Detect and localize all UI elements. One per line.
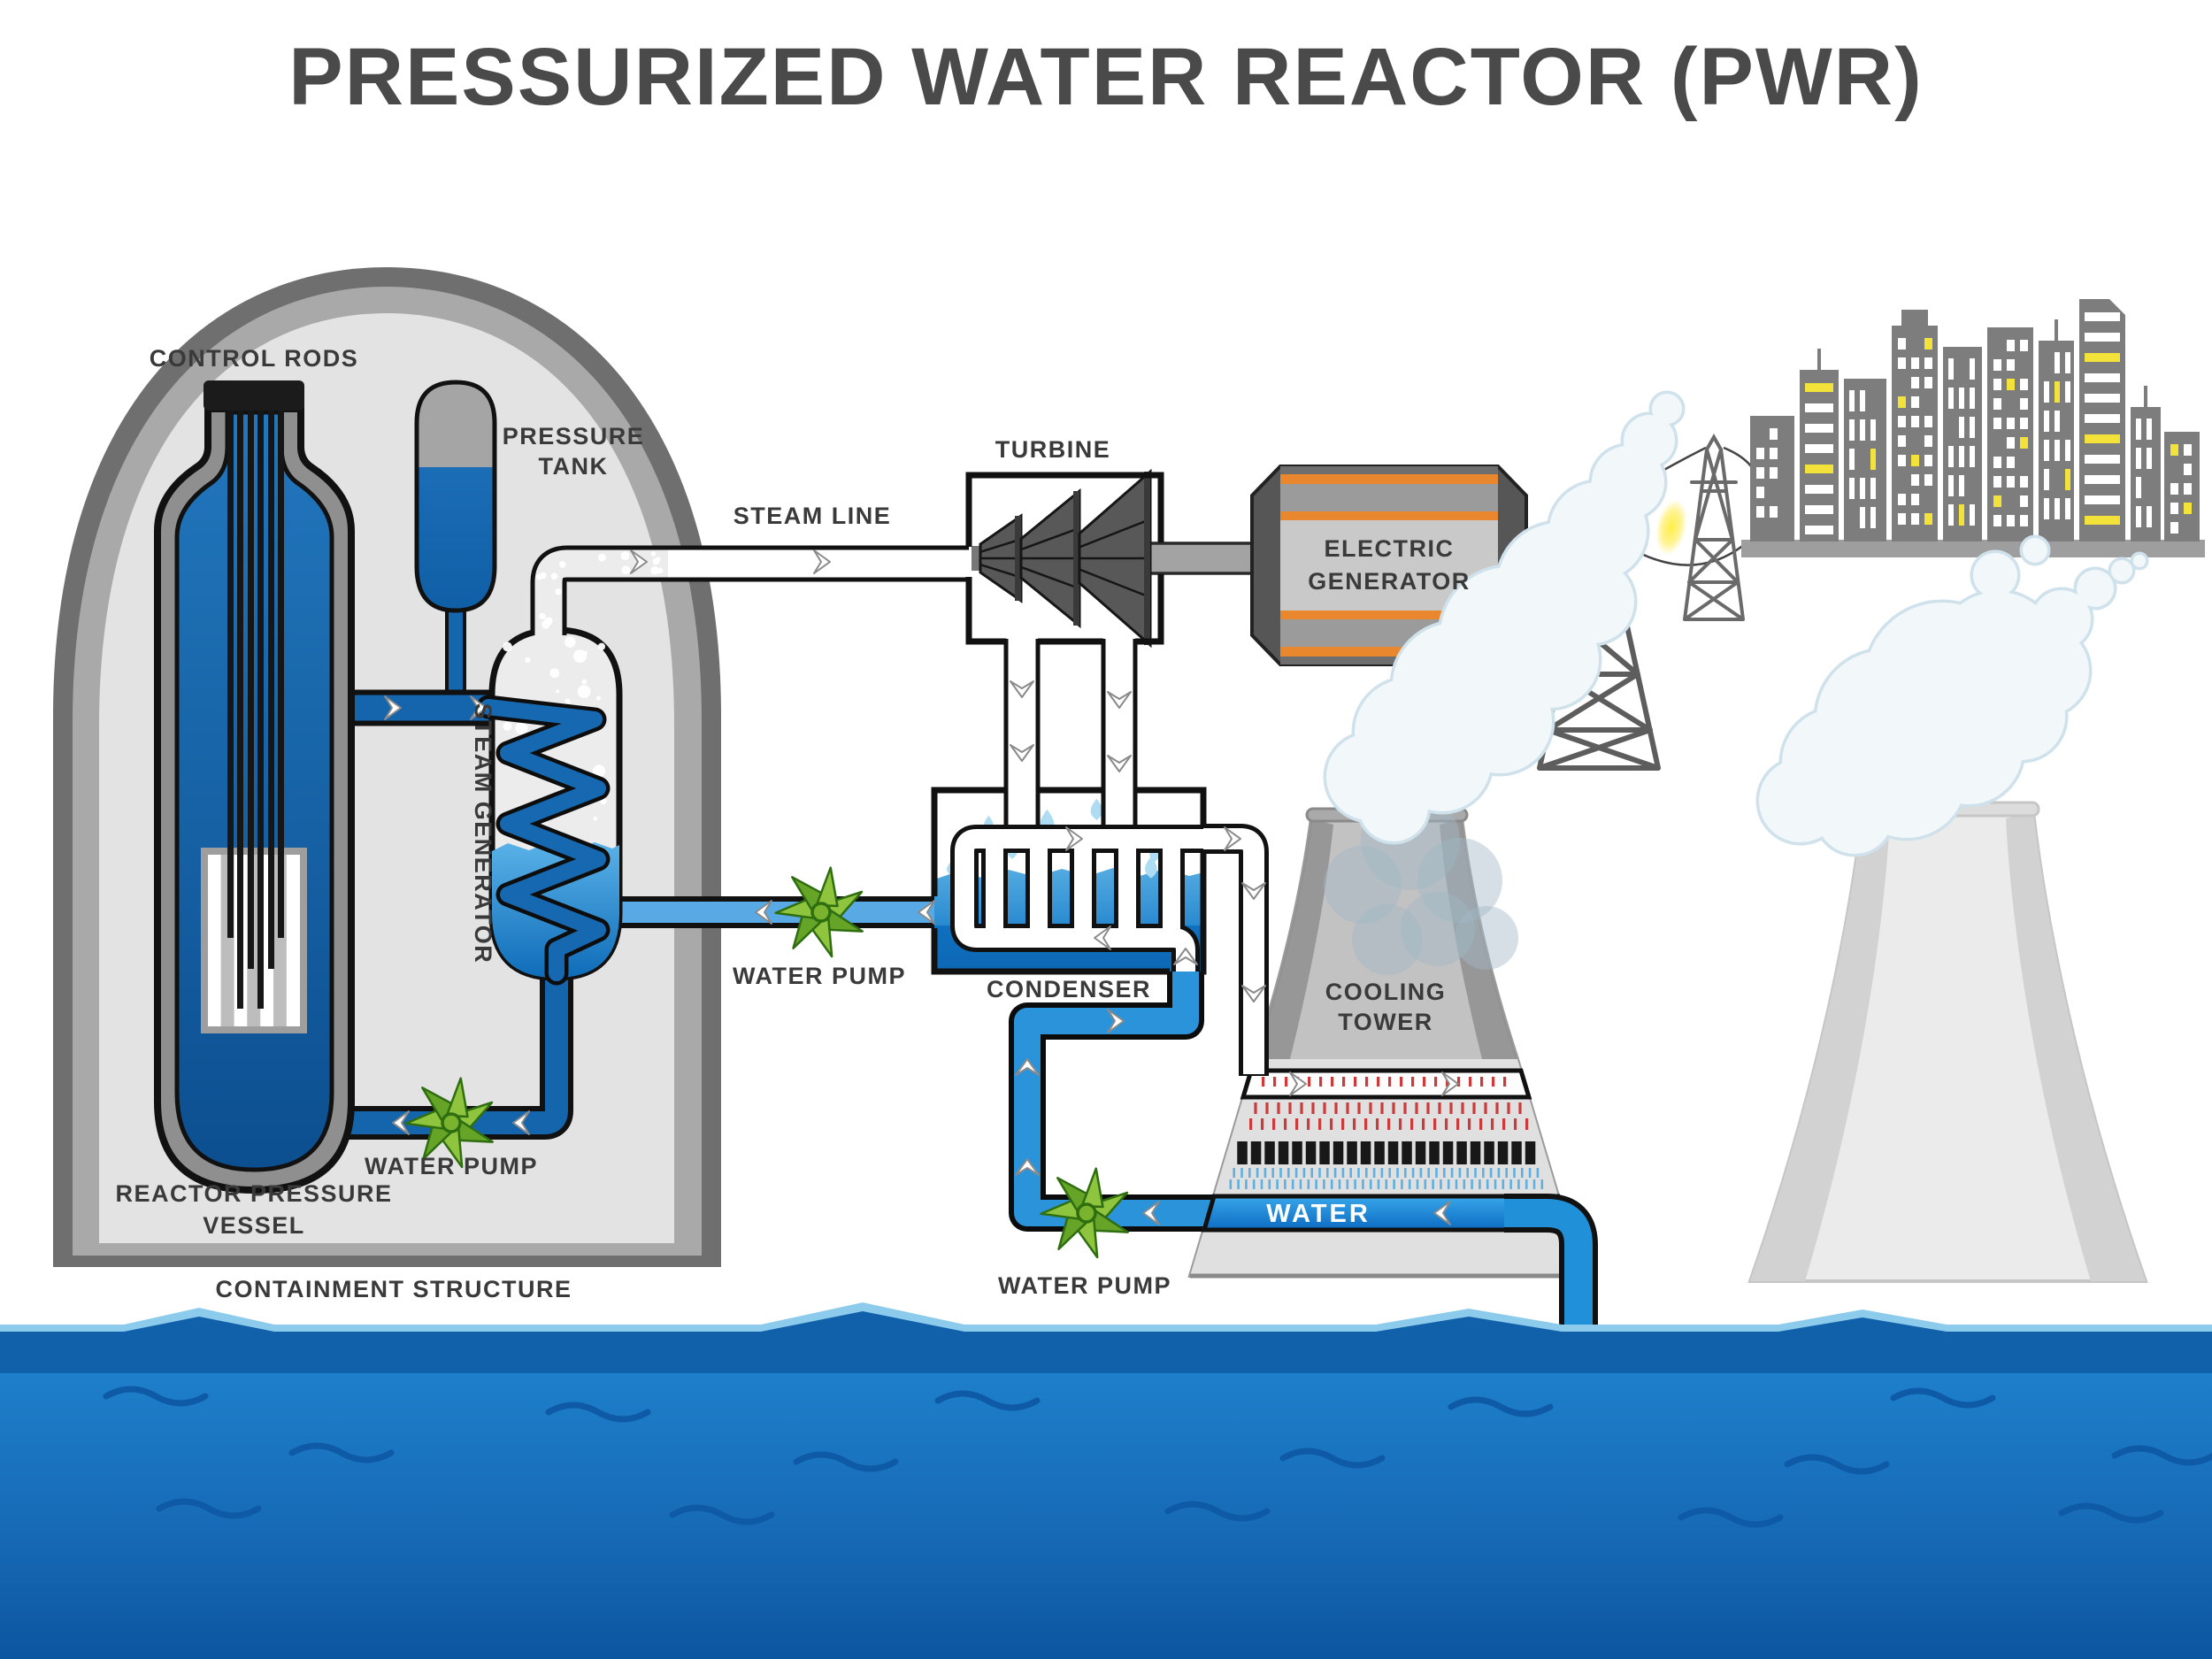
warm-water-pipe <box>1200 824 1269 1076</box>
city-ground <box>1741 540 2205 557</box>
vessel-coolant <box>174 410 334 1172</box>
electricity-glow-icon <box>1655 499 1687 556</box>
steam-bubbles <box>535 551 737 629</box>
control-rods <box>227 403 284 1009</box>
building <box>1800 370 1839 541</box>
cooled-water-drip <box>1229 1168 1544 1189</box>
turbine-label: TURBINE <box>995 436 1111 463</box>
water-pump-label: WATER PUMP <box>733 963 906 989</box>
reactor-pressure-vessel-label: VESSEL <box>203 1212 305 1239</box>
steam-inside-tower <box>1324 791 1518 975</box>
generator-orange-stripe <box>1280 511 1498 520</box>
fill-material-bars <box>1237 1141 1536 1164</box>
generator-orange-stripe <box>1280 611 1498 619</box>
pressure-tank <box>414 380 497 613</box>
water-pump-label: WATER PUMP <box>998 1272 1171 1299</box>
steam-generator-label: STEAM GENERATOR <box>470 703 496 964</box>
control-rods-label: CONTROL RODS <box>150 345 359 372</box>
building <box>2164 432 2200 541</box>
wave-crest <box>0 1302 2212 1338</box>
wave-squiggles <box>103 1386 2212 1528</box>
hot-water-spray <box>1249 1077 1529 1130</box>
reactor-pressure-vessel <box>154 380 355 1194</box>
electric-generator-label: ELECTRIC <box>1325 535 1455 562</box>
cooling-tower-internals <box>1190 1059 1582 1279</box>
control-rod-drive-cap <box>204 380 304 411</box>
condenser-cooling-tube <box>950 825 1203 972</box>
city-skyline <box>1741 299 2205 557</box>
steam-generator-coil <box>476 695 611 986</box>
pressure-tank-label: PRESSURE <box>503 423 645 449</box>
cold-leg-pipe <box>334 969 573 1140</box>
water-discharge-pipe <box>1504 1194 1598 1332</box>
condenser-label: CONDENSER <box>987 976 1151 1002</box>
water-pump-icon <box>404 1077 494 1169</box>
cooling-tower-label: TOWER <box>1338 1009 1433 1035</box>
steam-cloud-icon <box>1755 534 2149 857</box>
building <box>2131 407 2161 541</box>
generator-orange-stripe <box>1280 647 1498 657</box>
water-channel-label: WATER <box>1266 1200 1371 1228</box>
turbine-blades-icon <box>972 468 1152 649</box>
turbine-shaft <box>1144 541 1263 575</box>
cooling-water-return-pipe <box>1009 968 1555 1232</box>
electric-generator-label: GENERATOR <box>1308 568 1471 595</box>
water-pump-label: WATER PUMP <box>365 1153 538 1179</box>
transmission-tower-icon <box>1683 433 1745 621</box>
pressure-tank-water <box>417 467 495 611</box>
cooling-tower-main <box>1187 791 1585 1279</box>
water-pump-icon <box>774 866 864 958</box>
turbine-housing-border <box>965 472 1164 645</box>
condenser <box>931 637 1207 975</box>
pressure-tank-label: TANK <box>539 453 609 480</box>
sea-water <box>0 1302 2212 1659</box>
reactor-pressure-vessel-label: REACTOR PRESSURE <box>115 1180 392 1207</box>
steam-line-label: STEAM LINE <box>733 503 892 529</box>
condenser-border <box>931 787 1207 975</box>
turbine <box>965 468 1263 649</box>
steam-cloud-icon <box>1323 390 1686 845</box>
water-pump-icon <box>1040 1167 1129 1259</box>
cooling-tower-secondary <box>1747 801 2148 1283</box>
water-pumps <box>404 866 1129 1259</box>
turbine-exhaust-pipes <box>1003 637 1138 825</box>
generator-orange-stripe <box>1280 474 1498 484</box>
cooling-tower-label: COOLING <box>1325 979 1447 1005</box>
steam-line-pipe <box>530 545 971 646</box>
page-title: PRESSURIZED WATER REACTOR (PWR) <box>288 32 1924 122</box>
containment-structure-label: CONTAINMENT STRUCTURE <box>216 1276 572 1302</box>
